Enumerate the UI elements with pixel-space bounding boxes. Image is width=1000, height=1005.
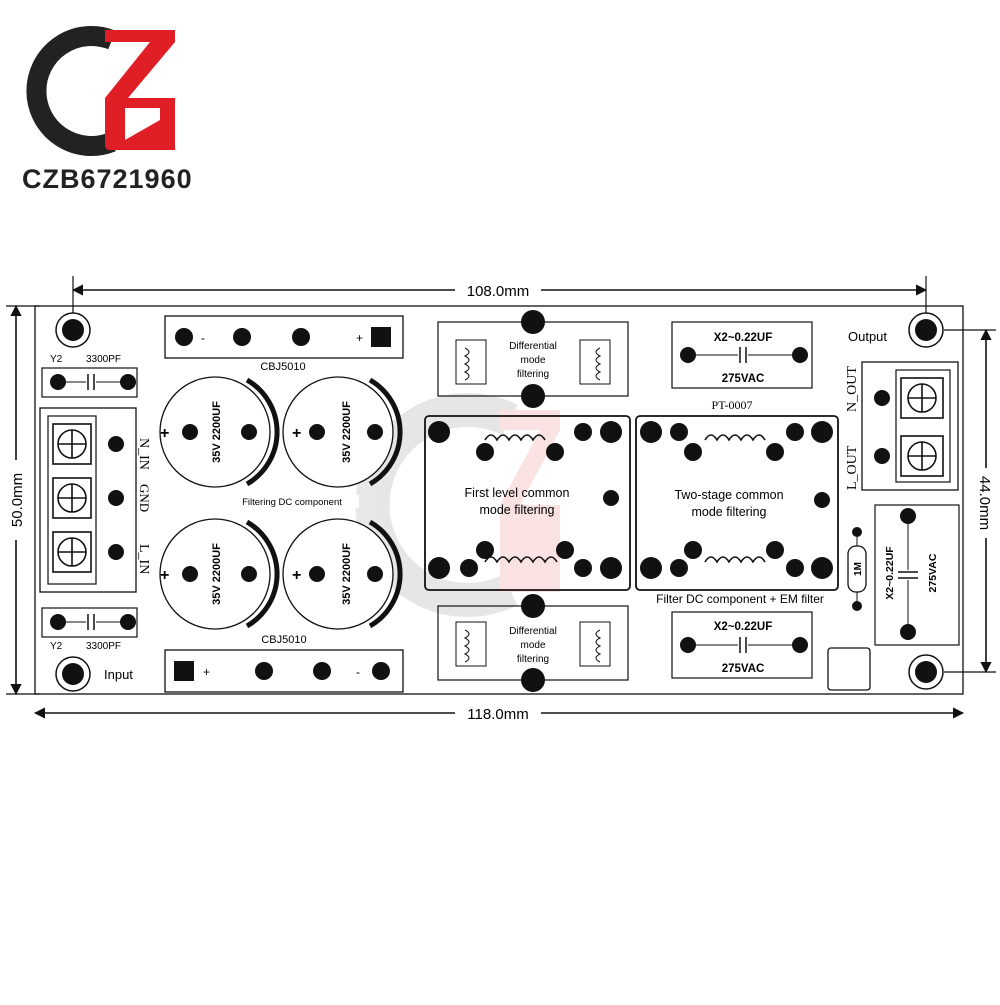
x2-cap-right: X2~0.22UF 275VAC <box>874 504 960 646</box>
filter-em-label: Filter DC component + EM filter <box>656 592 824 606</box>
output-label: Output <box>848 329 887 344</box>
logo-c-shape <box>26 26 116 156</box>
svg-text:275VAC: 275VAC <box>722 663 765 675</box>
svg-text:3300PF: 3300PF <box>86 641 121 652</box>
n-in-label: N_IN <box>136 438 151 470</box>
diff-top-line3: filtering <box>517 369 549 380</box>
dim-right-label: 44.0mm <box>976 476 993 530</box>
svg-text:+: + <box>356 331 363 345</box>
input-terminal-block <box>39 407 137 593</box>
svg-text:X2~0.22UF: X2~0.22UF <box>714 621 773 633</box>
electrolytic-cap-4: + 35V 2200UF <box>282 518 403 630</box>
bridge-rectifier-bottom: + - <box>164 649 404 693</box>
diff-top-line2: mode <box>520 355 545 366</box>
svg-text:Y2: Y2 <box>50 641 63 652</box>
watermark-logo <box>355 393 560 617</box>
svg-text:1M: 1M <box>853 562 864 576</box>
x2-cap-top: X2~0.22UF 275VAC <box>671 321 813 389</box>
x2-cap-bottom: X2~0.22UF 275VAC <box>671 611 813 679</box>
dim-left-label: 50.0mm <box>9 473 26 527</box>
logo-zb-shape <box>105 30 175 150</box>
svg-text:Y2: Y2 <box>50 354 63 365</box>
differential-filter-bottom <box>437 594 629 692</box>
common-mode-filter-2 <box>635 415 839 591</box>
filtering-dc-label: Filtering DC component <box>242 497 342 508</box>
svg-text:X2~0.22UF: X2~0.22UF <box>884 546 896 600</box>
svg-text:35V 2200UF: 35V 2200UF <box>211 401 223 463</box>
svg-text:+: + <box>160 567 169 584</box>
svg-text:-: - <box>201 331 205 345</box>
brand-text: CZB6721960 <box>22 164 193 194</box>
svg-text:+: + <box>292 567 301 584</box>
brand-logo <box>26 26 175 156</box>
svg-text:+: + <box>203 665 210 679</box>
bridge-top-label: CBJ5010 <box>260 361 305 373</box>
svg-text:+: + <box>292 425 301 442</box>
y2-cap-bottom: Y2 3300PF <box>41 607 138 652</box>
svg-text:-: - <box>356 665 360 679</box>
svg-text:275VAC: 275VAC <box>927 553 939 592</box>
dim-bottom-label: 118.0mm <box>467 706 528 723</box>
svg-text:3300PF: 3300PF <box>86 354 121 365</box>
y2-cap-top: Y2 3300PF <box>41 354 138 398</box>
svg-text:+: + <box>160 425 169 442</box>
mounting-holes <box>55 312 944 692</box>
svg-text:35V 2200UF: 35V 2200UF <box>341 401 353 463</box>
diff-bottom-line2: mode <box>520 640 545 651</box>
common-mode-filter-1 <box>424 415 631 591</box>
electrolytic-cap-3: + 35V 2200UF <box>159 518 280 630</box>
second-stage-line1: Two-stage common <box>674 488 783 502</box>
output-terminal-block <box>861 361 959 491</box>
electrolytic-cap-2: + 35V 2200UF <box>282 376 403 488</box>
svg-text:275VAC: 275VAC <box>722 373 765 385</box>
board-outline <box>34 305 964 695</box>
bridge-rectifier-top: - + <box>164 315 404 359</box>
gnd-label: GND <box>137 484 152 512</box>
diff-bottom-line1: Differential <box>509 626 557 637</box>
bridge-bottom-label: CBJ5010 <box>261 634 306 646</box>
diff-bottom-line3: filtering <box>517 654 549 665</box>
svg-text:X2~0.22UF: X2~0.22UF <box>714 332 773 344</box>
second-stage-line2: mode filtering <box>691 505 766 519</box>
resistor-1m: 1M <box>847 527 867 611</box>
logo-cut-shape <box>125 108 160 140</box>
l-in-label: L_IN <box>136 544 151 574</box>
input-label: Input <box>104 667 133 682</box>
svg-text:35V 2200UF: 35V 2200UF <box>341 543 353 605</box>
n-out-label: N_OUT <box>845 366 860 412</box>
square-pad <box>827 647 871 691</box>
svg-text:35V 2200UF: 35V 2200UF <box>211 543 223 605</box>
first-stage-line2: mode filtering <box>479 503 554 517</box>
l-out-label: L_OUT <box>845 445 860 490</box>
differential-filter-top <box>437 310 629 408</box>
diff-top-line1: Differential <box>509 341 557 352</box>
dim-top-label: 108.0mm <box>467 283 530 300</box>
electrolytic-cap-1: + 35V 2200UF <box>159 376 280 488</box>
board-id-label: PT-0007 <box>712 398 753 412</box>
first-stage-line1: First level common <box>465 486 570 500</box>
